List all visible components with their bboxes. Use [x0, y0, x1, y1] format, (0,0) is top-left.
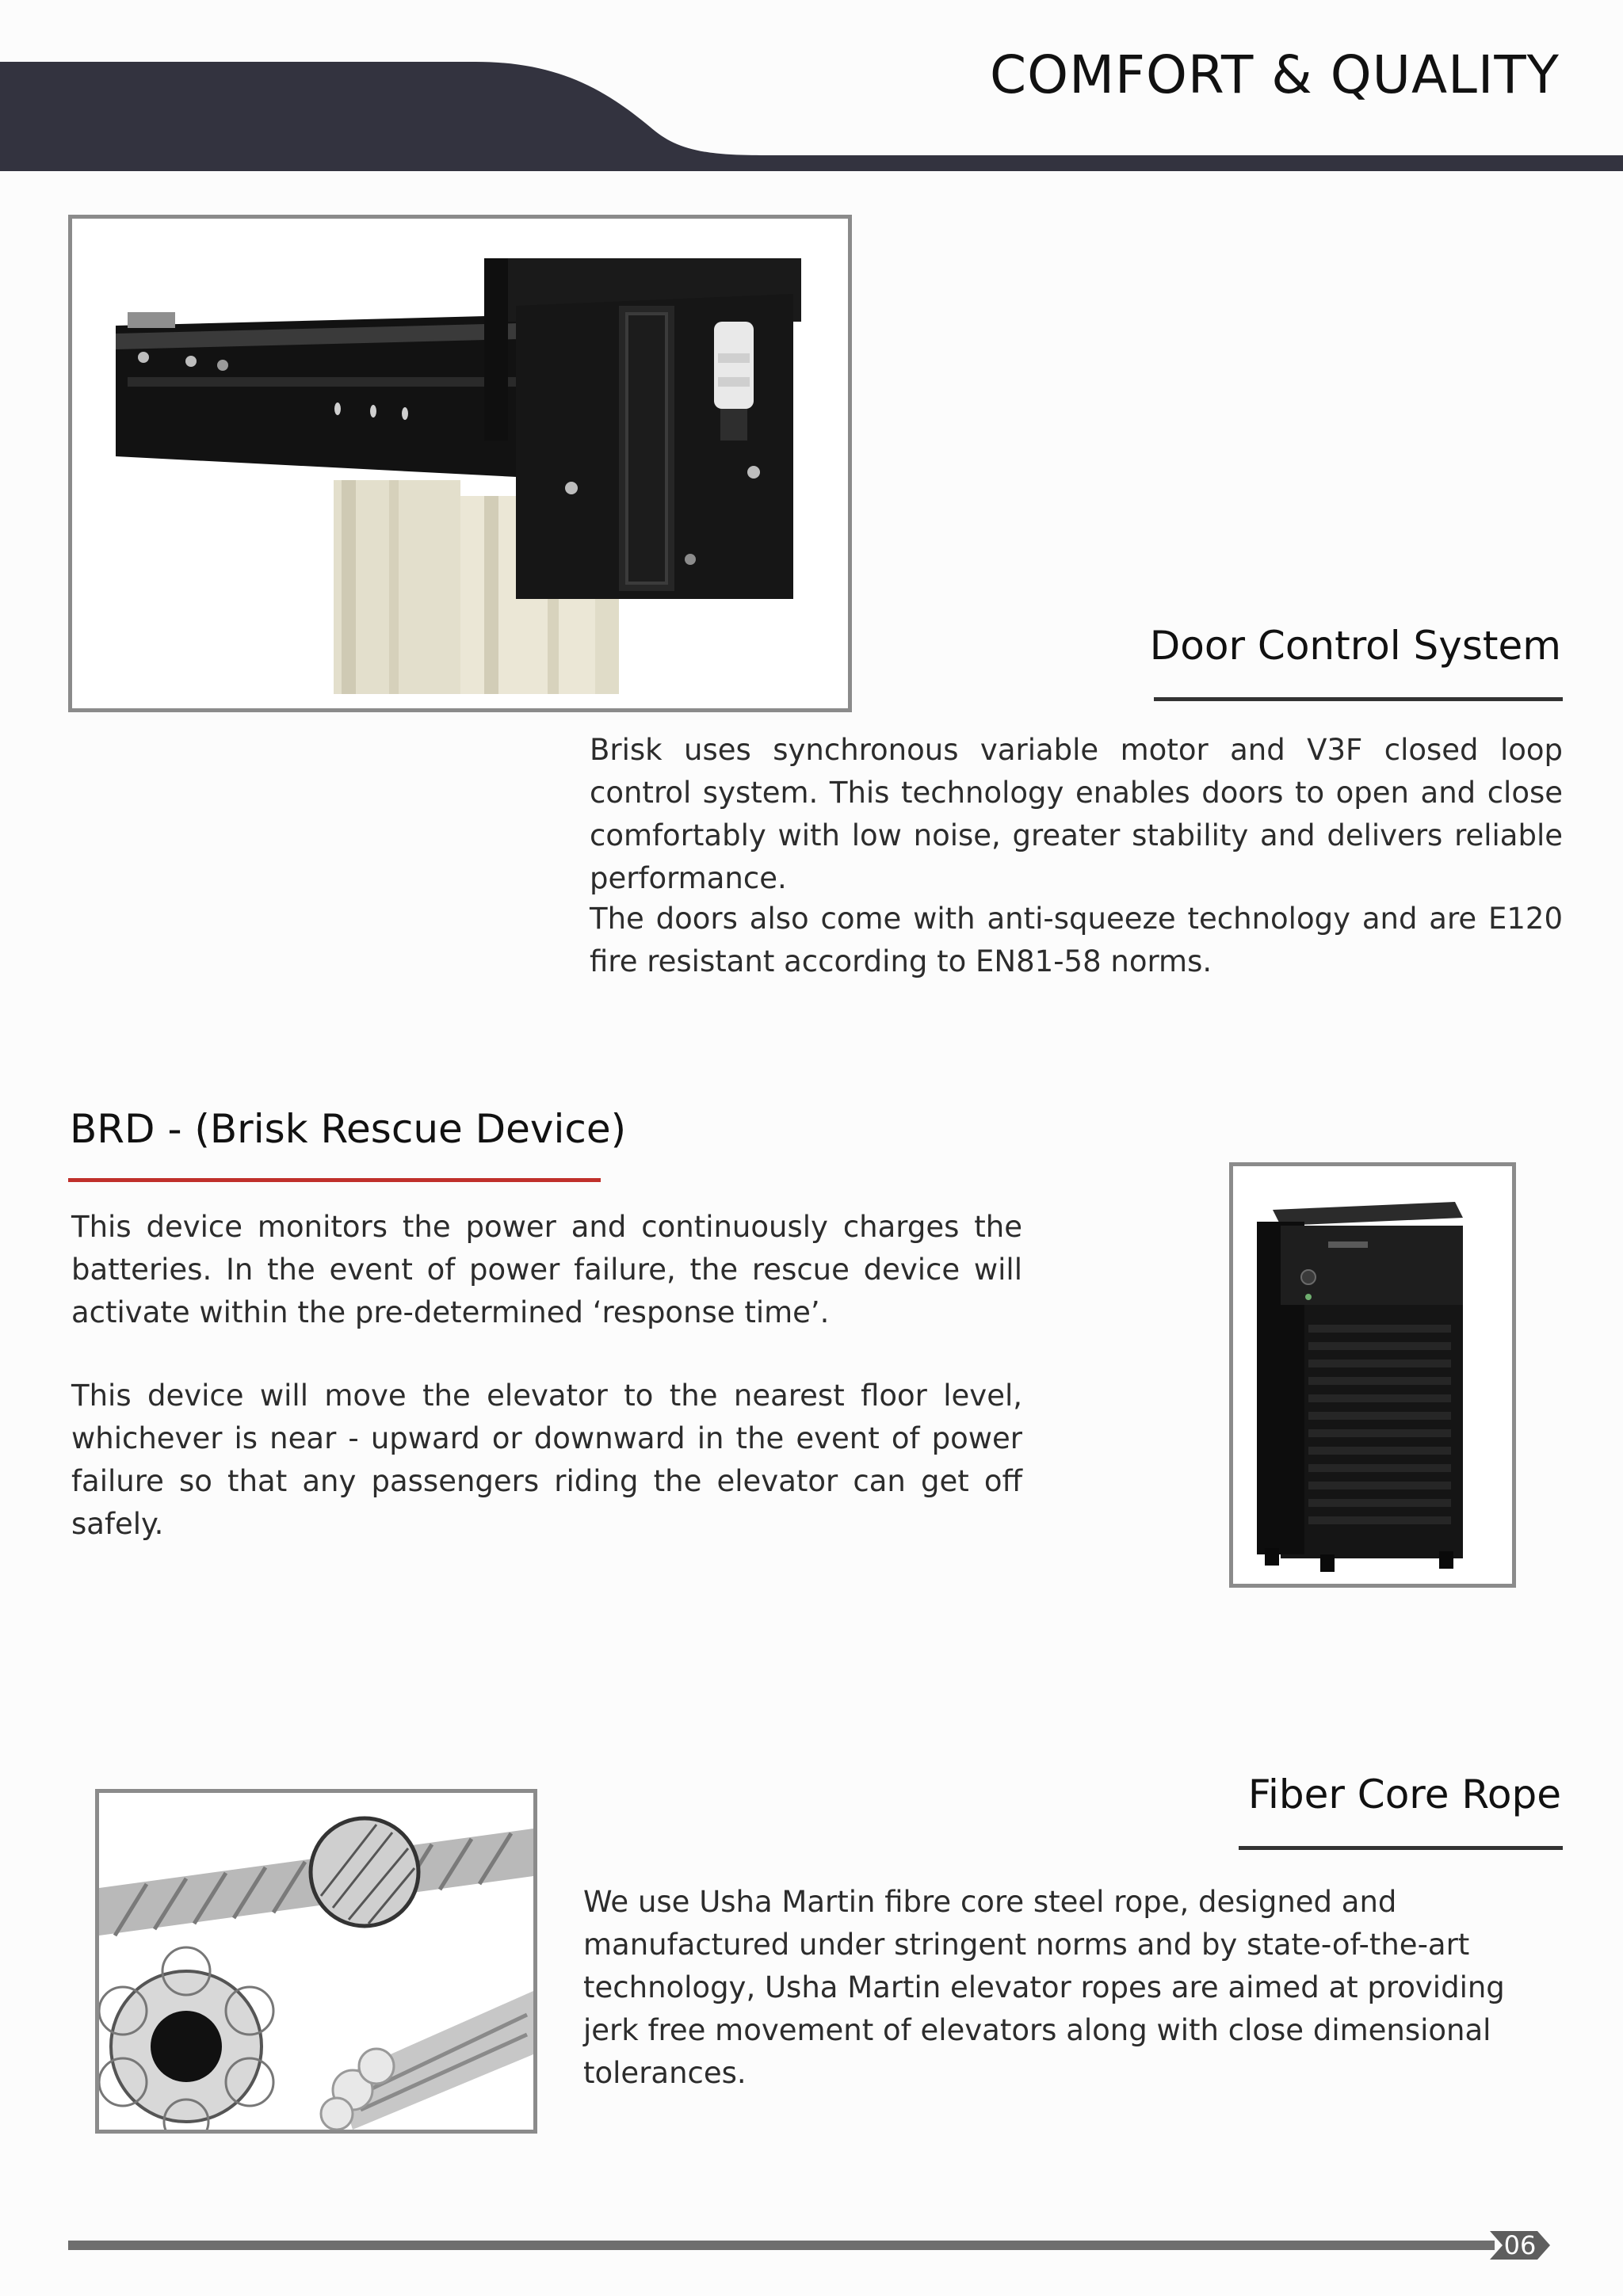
- page-number: 06: [1503, 2230, 1537, 2260]
- door-control-heading: Door Control System: [1149, 623, 1561, 669]
- fiber-rope-heading: Fiber Core Rope: [1247, 1772, 1561, 1817]
- brd-paragraph-1: This device monitors the power and conti…: [71, 1210, 1022, 1329]
- door-control-paragraph-2: The doors also come with anti-squeeze te…: [590, 902, 1563, 978]
- door-control-paragraph-1: Brisk uses synchronous variable motor an…: [590, 733, 1563, 895]
- header-band: [0, 62, 1623, 171]
- door-control-underline: [1154, 697, 1563, 701]
- brd-heading: BRD - (Brisk Rescue Device): [70, 1106, 627, 1152]
- rescue-device-image: [1229, 1162, 1516, 1588]
- fiber-rope-paragraph-1: We use Usha Martin fibre core steel rope…: [583, 1885, 1505, 2090]
- footer-bar: [68, 2231, 1550, 2260]
- fiber-rope-underline: [1239, 1846, 1563, 1850]
- brd-paragraph-2: This device will move the elevator to th…: [71, 1379, 1022, 1541]
- brd-underline: [68, 1178, 601, 1182]
- wire-rope-image: [95, 1789, 537, 2145]
- page-title: COMFORT & QUALITY: [990, 44, 1560, 105]
- door-operator-image: [68, 215, 852, 712]
